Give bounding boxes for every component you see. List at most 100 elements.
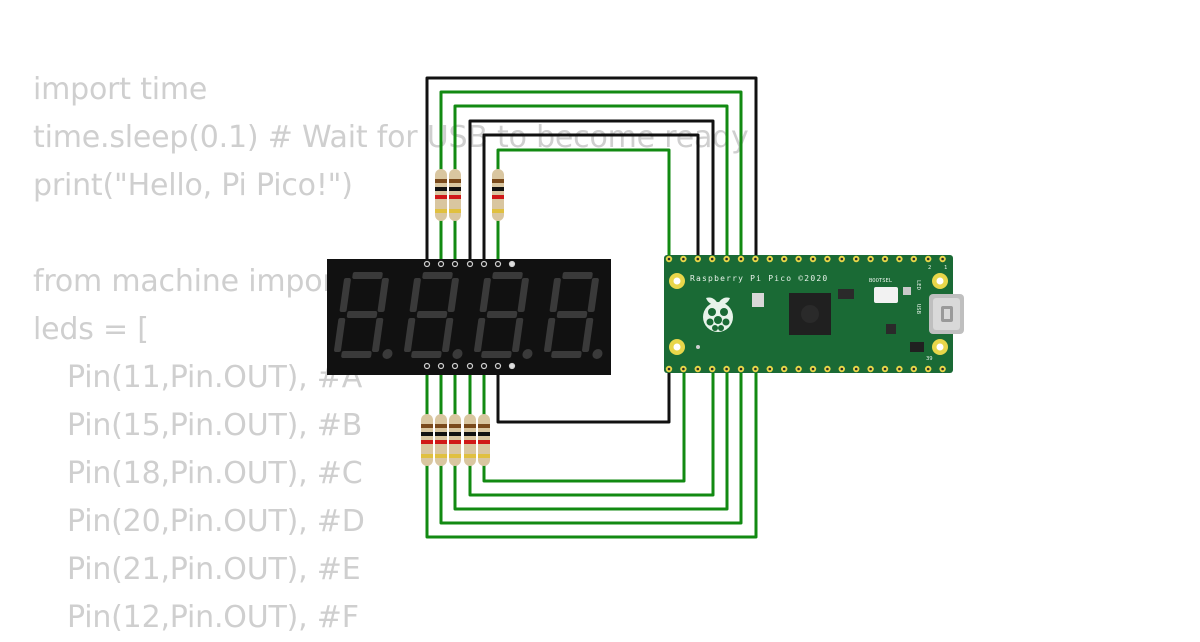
display-pin[interactable] <box>423 362 431 370</box>
segment-f <box>549 278 561 312</box>
display-pin[interactable] <box>494 362 502 370</box>
display-pin[interactable] <box>480 362 488 370</box>
resistor-icon <box>421 414 433 466</box>
usb-label: USB <box>915 304 921 315</box>
bottom-wires <box>425 368 758 539</box>
display-pin[interactable] <box>480 260 488 268</box>
segment-d <box>411 351 442 358</box>
resistor-icon <box>478 414 490 466</box>
display-pin[interactable] <box>494 260 502 268</box>
display-pin[interactable] <box>451 362 459 370</box>
display-pin[interactable] <box>451 260 459 268</box>
pico-pin-hole <box>754 257 757 261</box>
code-line: Pin(11,Pin.OUT), #A <box>67 360 363 395</box>
pico-pin-hole <box>840 367 844 371</box>
code-line: leds = [ <box>33 312 149 347</box>
pico-pin-hole <box>768 367 772 371</box>
segment-g <box>416 311 448 318</box>
wire-bottom-1 <box>425 368 758 539</box>
display-pin[interactable] <box>437 362 445 370</box>
segment-a <box>422 272 453 279</box>
decimal-point <box>452 349 463 359</box>
resistor-icon <box>464 414 476 466</box>
pico-pin-hole <box>682 367 685 371</box>
pico-pin-hole <box>869 257 872 261</box>
pico-pin-hole <box>782 367 786 371</box>
code-line: Pin(15,Pin.OUT), #B <box>67 408 363 443</box>
resistor-icon <box>435 169 447 221</box>
display-pin[interactable] <box>466 362 474 370</box>
bottom-resistors <box>421 414 490 466</box>
segment-a <box>562 272 593 279</box>
pico-pin-hole <box>826 367 829 371</box>
pin-1-label: 1 <box>944 265 947 271</box>
digit-1 <box>334 272 393 359</box>
segment-e <box>334 318 346 352</box>
wire-top-5 <box>482 133 700 265</box>
pico-title: Raspberry Pi Pico ©2020 <box>690 274 828 283</box>
pico-pin-hole <box>682 257 685 261</box>
code-line: Pin(20,Pin.OUT), #D <box>67 504 365 539</box>
led-label: LED <box>915 280 921 290</box>
usb-port-icon[interactable] <box>929 294 964 334</box>
segment-f <box>479 278 491 312</box>
display-pin[interactable] <box>508 362 516 370</box>
pico-pin-hole <box>941 367 944 371</box>
pico-pin-hole <box>854 257 858 261</box>
segment-a <box>492 272 523 279</box>
top-resistors <box>435 169 504 221</box>
segment-g <box>346 311 378 318</box>
pico-pin-hole <box>811 257 815 261</box>
segment-e <box>404 318 416 352</box>
pico-pin-hole <box>926 257 930 261</box>
segment-c <box>442 318 454 352</box>
top-wires <box>425 76 758 265</box>
raspberry-pi-logo-icon <box>703 297 733 332</box>
segment-b <box>377 278 389 312</box>
display-pin[interactable] <box>466 260 474 268</box>
segment-b <box>587 278 599 312</box>
segment-c <box>582 318 594 352</box>
pico-pin-hole <box>710 367 714 371</box>
pin-39-label: 39 <box>926 356 933 362</box>
resistor-icon <box>492 169 504 221</box>
raspberry-pi-pico-board[interactable]: Raspberry Pi Pico ©2020 BOOTSEL LED USB … <box>664 255 964 373</box>
pico-pin-hole <box>883 257 887 261</box>
segment-f <box>409 278 421 312</box>
decimal-point <box>382 349 393 359</box>
wire-bottom-5 <box>482 368 686 483</box>
pico-pin-hole <box>811 367 815 371</box>
digit-3 <box>474 272 533 359</box>
segment-e <box>474 318 486 352</box>
flash-chip <box>838 289 854 299</box>
seven-segment-display[interactable] <box>327 259 614 375</box>
digit-4 <box>544 272 603 359</box>
component-small <box>752 293 764 307</box>
code-line: print("Hello, Pi Pico!") <box>33 168 353 203</box>
wire-top-4 <box>468 119 715 265</box>
segment-b <box>517 278 529 312</box>
pico-pin-hole <box>912 367 916 371</box>
segment-b <box>447 278 459 312</box>
pico-pin-hole <box>797 367 800 371</box>
display-pin[interactable] <box>423 260 431 268</box>
wire-top-2 <box>439 90 743 265</box>
segment-c <box>372 318 384 352</box>
wire-top-1 <box>425 76 758 265</box>
resistor-icon <box>449 169 461 221</box>
digit-2 <box>404 272 463 359</box>
pico-pin-hole <box>912 257 916 261</box>
pico-pin-hole <box>754 367 757 371</box>
pico-pin-hole <box>725 367 728 371</box>
display-digits <box>334 272 603 359</box>
pico-pin-hole <box>782 257 786 261</box>
pico-pin-hole <box>768 257 772 261</box>
segment-d <box>551 351 582 358</box>
pico-pin-hole <box>797 257 800 261</box>
display-pin[interactable] <box>437 260 445 268</box>
pico-pin-hole <box>883 367 887 371</box>
bootsel-button[interactable] <box>874 287 898 303</box>
display-pin[interactable] <box>508 260 516 268</box>
pico-pin-hole <box>696 257 700 261</box>
bootsel-label: BOOTSEL <box>869 278 893 284</box>
